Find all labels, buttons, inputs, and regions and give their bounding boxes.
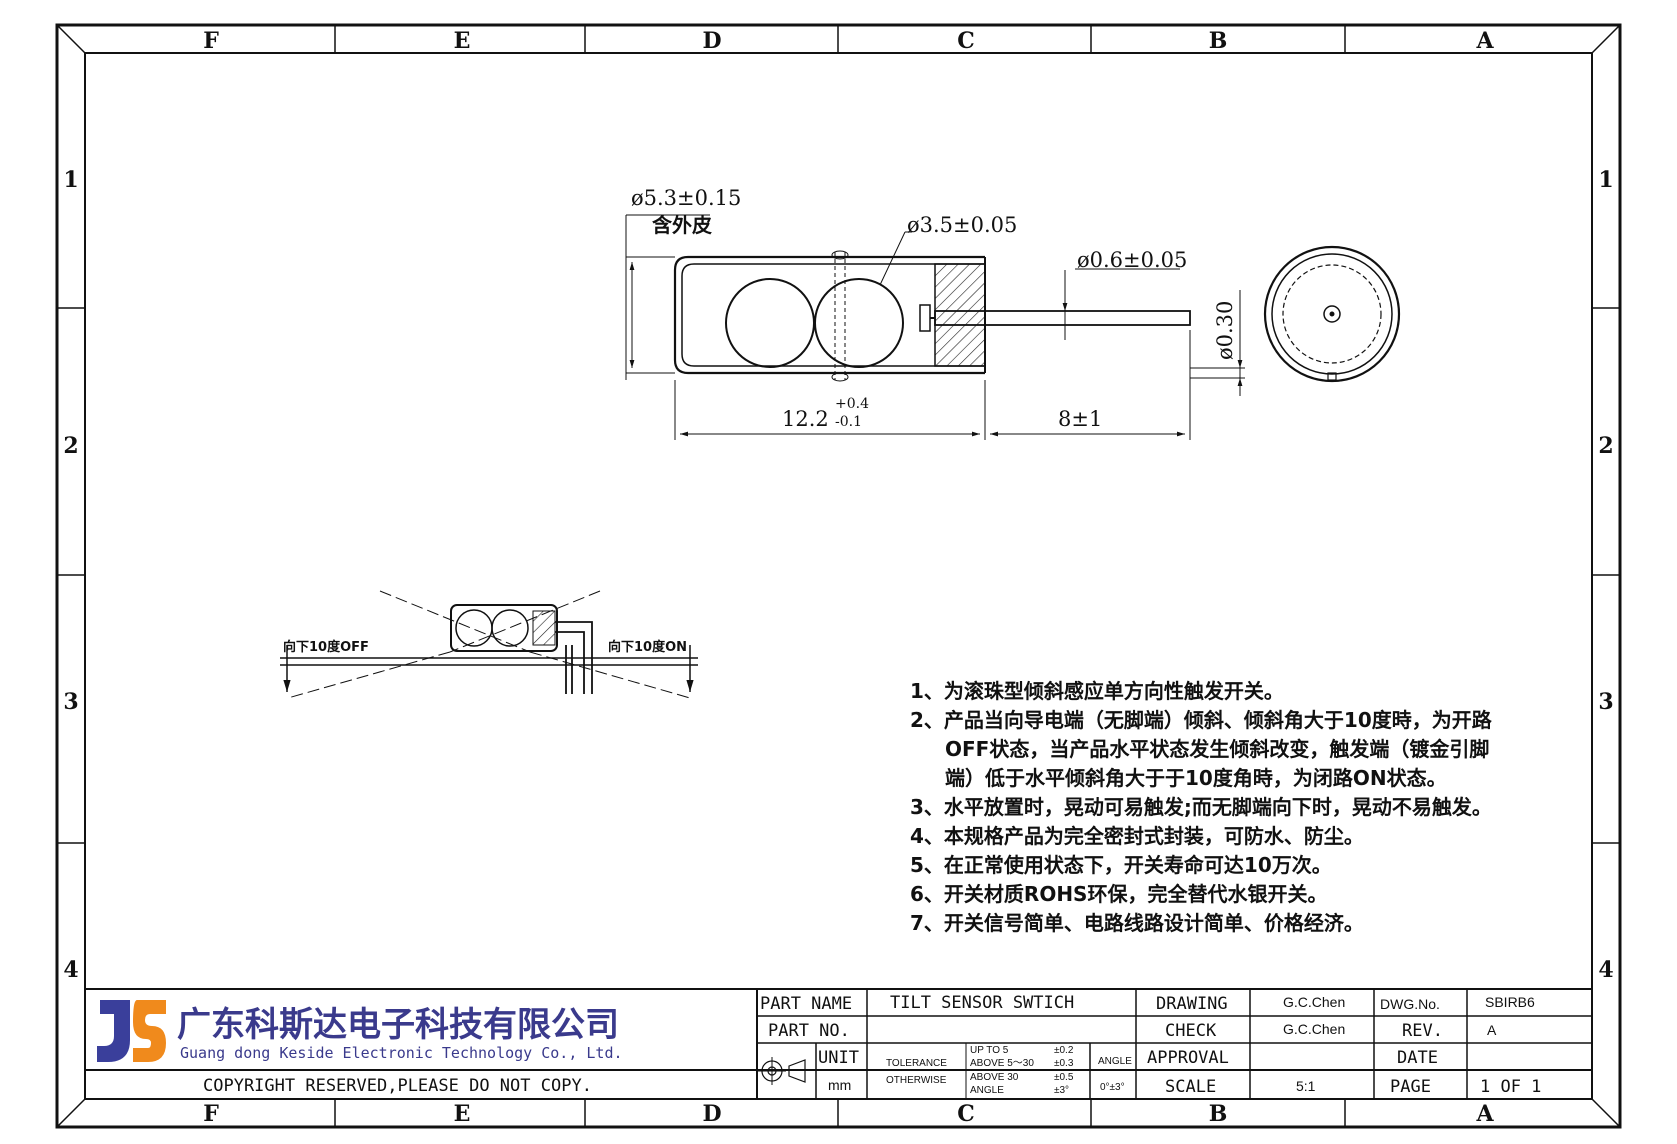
unit-value: mm xyxy=(828,1077,851,1093)
dim-outer-diameter: ø5.3±0.15 xyxy=(631,186,741,210)
note-line: OFF状态，当产品水平状态发生倾斜改变，触发端（镀金引脚 xyxy=(945,737,1489,761)
note-line: 3、水平放置时，晃动可易触发;而无脚端向下时，晃动不易触发。 xyxy=(910,795,1492,819)
part-name-value: TILT SENSOR SWTICH xyxy=(890,993,1074,1013)
rev-label: REV. xyxy=(1402,1021,1443,1041)
angle-value: 0°±3° xyxy=(1100,1082,1125,1093)
rev-value: A xyxy=(1487,1022,1497,1038)
tol-range: ABOVE 5～30 xyxy=(970,1058,1034,1069)
note-line: 端）低于水平倾斜角大于于10度角時，为闭路ON状态。 xyxy=(945,766,1447,790)
page-value: 1 OF 1 xyxy=(1480,1077,1541,1097)
zone-col-c-bottom: C xyxy=(957,1101,975,1127)
zone-row-2-left: 2 xyxy=(63,433,78,459)
zone-col-f-bottom: F xyxy=(203,1101,219,1127)
tol-value: ±0.3 xyxy=(1054,1058,1074,1069)
dwg-no-value: SBIRB6 xyxy=(1485,994,1535,1010)
tilt-label-on: 向下10度ON xyxy=(608,639,687,655)
zone-col-b-top: B xyxy=(1209,28,1228,54)
spec-notes: 1、为滚珠型倾斜感应单方向性触发开关。 2、产品当向导电端（无脚端）倾斜、倾斜角… xyxy=(910,679,1493,935)
sensor-end-view xyxy=(1263,245,1401,383)
tol-value: ±0.2 xyxy=(1054,1045,1074,1056)
part-name-label: PART NAME xyxy=(760,994,852,1014)
zone-row-1-left: 1 xyxy=(63,167,78,193)
note-line: 7、开关信号简单、电路线路设计简单、价格经济。 xyxy=(910,911,1364,935)
dim-ball-diameter: ø3.5±0.05 xyxy=(907,213,1017,237)
tol-value: ±0.5 xyxy=(1054,1072,1074,1083)
sensor-side-view xyxy=(673,250,1191,382)
note-line: 6、开关材质ROHS环保，完全替代水银开关。 xyxy=(910,882,1327,906)
otherwise-label: OTHERWISE xyxy=(886,1075,947,1086)
zone-col-e-top: E xyxy=(454,28,471,54)
part-no-label: PART NO. xyxy=(768,1021,850,1041)
dim-outer-note: 含外皮 xyxy=(652,213,712,237)
tol-range: UP TO 5 xyxy=(970,1045,1009,1056)
tol-range: ABOVE 30 xyxy=(970,1072,1019,1083)
drawing-frame xyxy=(55,23,1622,1129)
approval-label: APPROVAL xyxy=(1147,1048,1229,1068)
date-label: DATE xyxy=(1397,1048,1438,1068)
dim-body-tol-plus: +0.4 xyxy=(835,396,869,412)
dim-pin-diameter: ø0.6±0.05 xyxy=(1077,248,1187,272)
drawing-label: DRAWING xyxy=(1156,994,1228,1014)
zone-col-c-top: C xyxy=(957,28,975,54)
zone-row-1-right: 1 xyxy=(1598,167,1613,193)
tol-value: ±3° xyxy=(1054,1085,1069,1096)
dim-pin-offset: ø0.30 xyxy=(1213,301,1237,360)
zone-row-4-right: 4 xyxy=(1598,957,1613,983)
zone-row-4-left: 4 xyxy=(63,957,78,983)
sensor-shell xyxy=(673,255,985,375)
zone-col-d-bottom: D xyxy=(702,1101,721,1127)
note-line: 5、在正常使用状态下，开关寿命可达10万次。 xyxy=(910,853,1332,877)
note-line: 2、产品当向导电端（无脚端）倾斜、倾斜角大于10度時，为开路 xyxy=(910,708,1493,732)
scale-label: SCALE xyxy=(1165,1077,1216,1097)
ball-right xyxy=(814,278,904,368)
dimension-lines xyxy=(625,214,1245,440)
zone-labels: F E D C B A F E D C B A 1 2 3 4 1 2 3 4 xyxy=(63,28,1613,1127)
zone-col-a-top: A xyxy=(1475,28,1494,54)
check-by: G.C.Chen xyxy=(1283,1021,1345,1037)
dim-body-tol-minus: -0.1 xyxy=(835,414,862,430)
zone-col-e-bottom: E xyxy=(454,1101,471,1127)
company-name-cn: 广东科斯达电子科技有限公司 xyxy=(177,1005,619,1045)
zone-col-f-top: F xyxy=(203,28,219,54)
scale-value: 5:1 xyxy=(1296,1078,1316,1094)
ball-left xyxy=(725,278,815,368)
tol-range: ANGLE xyxy=(970,1085,1004,1096)
zone-row-3-right: 3 xyxy=(1598,689,1613,715)
angle-label: ANGLE xyxy=(1098,1056,1132,1067)
zone-col-a-bottom: A xyxy=(1475,1101,1494,1127)
title-block xyxy=(85,988,1592,1100)
tilt-diagram xyxy=(280,590,698,699)
company-logo xyxy=(97,1000,166,1062)
zone-col-d-top: D xyxy=(702,28,721,54)
sensor-end-seal xyxy=(934,263,986,367)
tolerance-label: TOLERANCE xyxy=(886,1058,947,1069)
company-name-en: Guang dong Keside Electronic Technology … xyxy=(180,1044,623,1062)
zone-col-b-bottom: B xyxy=(1209,1101,1228,1127)
unit-label: UNIT xyxy=(818,1048,859,1068)
dim-pin-length: 8±1 xyxy=(1058,407,1102,431)
check-label: CHECK xyxy=(1165,1021,1217,1041)
note-line: 4、本规格产品为完全密封式封装，可防水、防尘。 xyxy=(910,824,1364,848)
copyright-notice: COPYRIGHT RESERVED,PLEASE DO NOT COPY. xyxy=(203,1076,592,1096)
page-label: PAGE xyxy=(1390,1077,1431,1097)
note-line: 1、为滚珠型倾斜感应单方向性触发开关。 xyxy=(910,679,1284,703)
drawing-by: G.C.Chen xyxy=(1283,994,1345,1010)
zone-row-2-right: 2 xyxy=(1598,433,1613,459)
tilt-label-off: 向下10度OFF xyxy=(283,639,369,655)
dwg-no-label: DWG.No. xyxy=(1380,996,1440,1012)
zone-row-3-left: 3 xyxy=(63,689,78,715)
dim-body-length: 12.2 xyxy=(782,407,829,431)
